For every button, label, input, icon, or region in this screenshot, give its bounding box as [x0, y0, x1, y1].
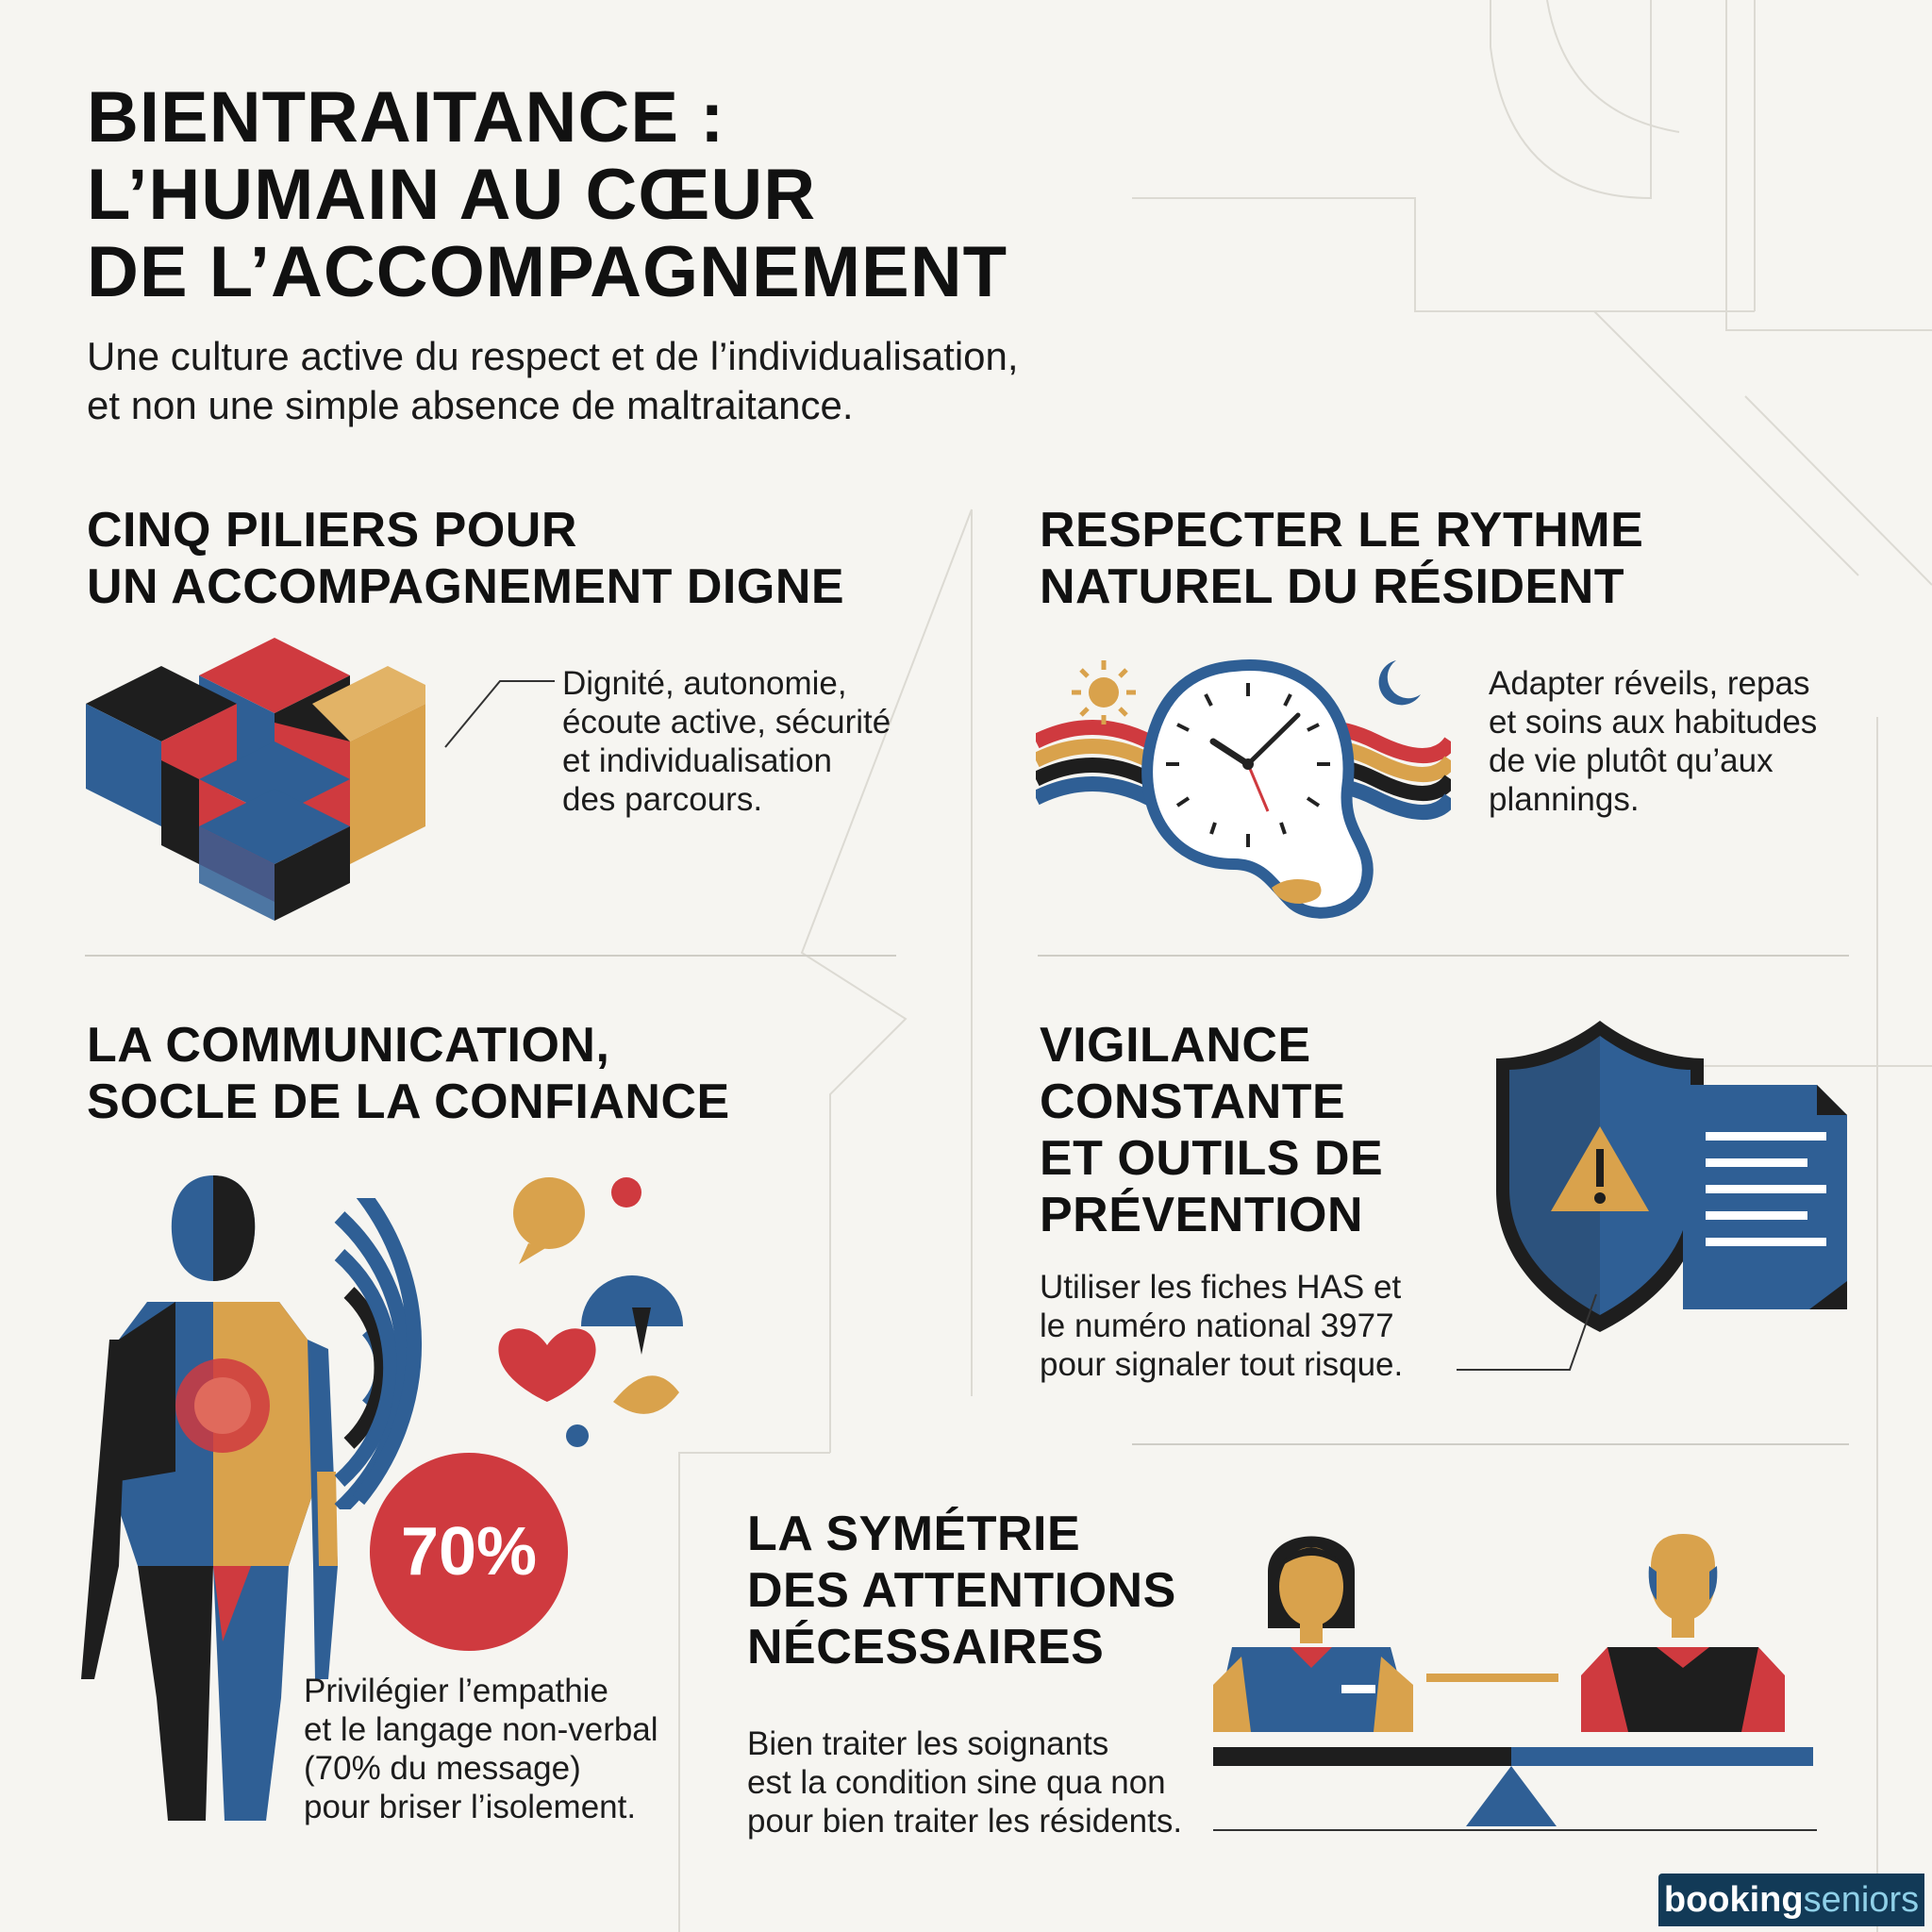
text-line: écoute active, sécurité	[562, 704, 891, 741]
section-title-vigilance: VIGILANCE CONSTANTE ET OUTILS DE PRÉVENT…	[1040, 1017, 1383, 1243]
resident-icon	[1581, 1534, 1785, 1732]
person-icon	[81, 1175, 338, 1821]
section-title-line: LA COMMUNICATION,	[87, 1018, 610, 1073]
section-title-symetrie: LA SYMÉTRIE DES ATTENTIONS NÉCESSAIRES	[747, 1506, 1176, 1675]
section-title-line: UN ACCOMPAGNEMENT DIGNE	[87, 559, 845, 614]
sound-waves-icon	[334, 1198, 422, 1509]
subtitle-line: Une culture active du respect et de l’in…	[87, 334, 1019, 378]
section-title-line: CONSTANTE	[1040, 1074, 1346, 1129]
text-line: de vie plutôt qu’aux	[1489, 742, 1774, 779]
stat-70-percent: 70%	[370, 1453, 568, 1651]
text-line: est la condition sine qua non	[747, 1764, 1166, 1801]
section-title-line: RESPECTER LE RYTHME	[1040, 503, 1644, 558]
section-text-rythme: Adapter réveils, repas et soins aux habi…	[1489, 664, 1817, 819]
section-title-line: CINQ PILIERS POUR	[87, 503, 577, 558]
text-line: Privilégier l’empathie	[304, 1673, 608, 1709]
text-line: et soins aux habitudes	[1489, 704, 1818, 741]
connector-line	[444, 680, 555, 748]
section-text-symetrie: Bien traiter les soignants est la condit…	[747, 1724, 1182, 1840]
section-title-communication: LA COMMUNICATION, SOCLE DE LA CONFIANCE	[87, 1017, 730, 1130]
section-title-line: NÉCESSAIRES	[747, 1620, 1105, 1674]
heart-icon	[498, 1328, 596, 1402]
page-subtitle: Une culture active du respect et de l’in…	[87, 332, 1019, 430]
section-title-line: PRÉVENTION	[1040, 1188, 1364, 1242]
shield-warning-icon	[1496, 1021, 1847, 1332]
text-line: (70% du message)	[304, 1750, 581, 1787]
text-line: le numéro national 3977	[1040, 1307, 1394, 1344]
text-line: Bien traiter les soignants	[747, 1725, 1109, 1762]
title-line: DE L’ACCOMPAGNEMENT	[87, 232, 1008, 312]
section-text-communication: Privilégier l’empathie et le langage non…	[304, 1672, 658, 1826]
connector-line	[1457, 1293, 1597, 1371]
subtitle-line: et non une simple absence de maltraitanc…	[87, 383, 854, 427]
page-title: BIENTRAITANCE : L’HUMAIN AU CŒUR DE L’AC…	[87, 79, 1008, 311]
text-line: et individualisation	[562, 742, 833, 779]
section-title-line: DES ATTENTIONS	[747, 1563, 1176, 1618]
clock-icon	[1141, 659, 1374, 919]
moon-icon	[1378, 660, 1421, 706]
title-line: BIENTRAITANCE :	[87, 77, 725, 158]
section-title-line: VIGILANCE	[1040, 1018, 1311, 1073]
speech-bubbles-icon	[498, 1177, 683, 1447]
cubes-icon	[86, 638, 425, 921]
text-line: pour bien traiter les résidents.	[747, 1803, 1183, 1840]
text-line: pour briser l’isolement.	[304, 1789, 637, 1825]
balance-illustration	[1213, 1534, 1817, 1831]
title-line: L’HUMAIN AU CŒUR	[87, 155, 817, 235]
divider	[85, 955, 896, 957]
text-line: Dignité, autonomie,	[562, 665, 847, 702]
brand-part1: booking	[1663, 1880, 1804, 1920]
section-title-line: LA SYMÉTRIE	[747, 1507, 1081, 1561]
section-title-piliers: CINQ PILIERS POUR UN ACCOMPAGNEMENT DIGN…	[87, 502, 844, 615]
section-title-rythme: RESPECTER LE RYTHME NATUREL DU RÉSIDENT	[1040, 502, 1643, 615]
text-line: des parcours.	[562, 781, 763, 818]
section-text-vigilance: Utiliser les fiches HAS et le numéro nat…	[1040, 1268, 1403, 1384]
text-line: Utiliser les fiches HAS et	[1040, 1269, 1402, 1306]
section-text-piliers: Dignité, autonomie, écoute active, sécur…	[562, 664, 891, 819]
divider	[1132, 1443, 1849, 1445]
text-line: pour signaler tout risque.	[1040, 1346, 1404, 1383]
text-line: et le langage non-verbal	[304, 1711, 658, 1748]
divider	[1038, 955, 1849, 957]
section-title-line: SOCLE DE LA CONFIANCE	[87, 1074, 730, 1129]
document-icon	[1683, 1085, 1847, 1309]
rhythm-illustration	[1036, 659, 1451, 919]
text-line: Adapter réveils, repas	[1489, 665, 1810, 702]
brand-part2: seniors	[1803, 1880, 1920, 1920]
brand-logo: bookingseniors	[1658, 1874, 1924, 1926]
text-line: plannings.	[1489, 781, 1640, 818]
section-title-line: ET OUTILS DE	[1040, 1131, 1384, 1186]
sun-icon	[1072, 660, 1136, 724]
caregiver-icon	[1213, 1536, 1413, 1732]
section-title-line: NATUREL DU RÉSIDENT	[1040, 559, 1625, 614]
